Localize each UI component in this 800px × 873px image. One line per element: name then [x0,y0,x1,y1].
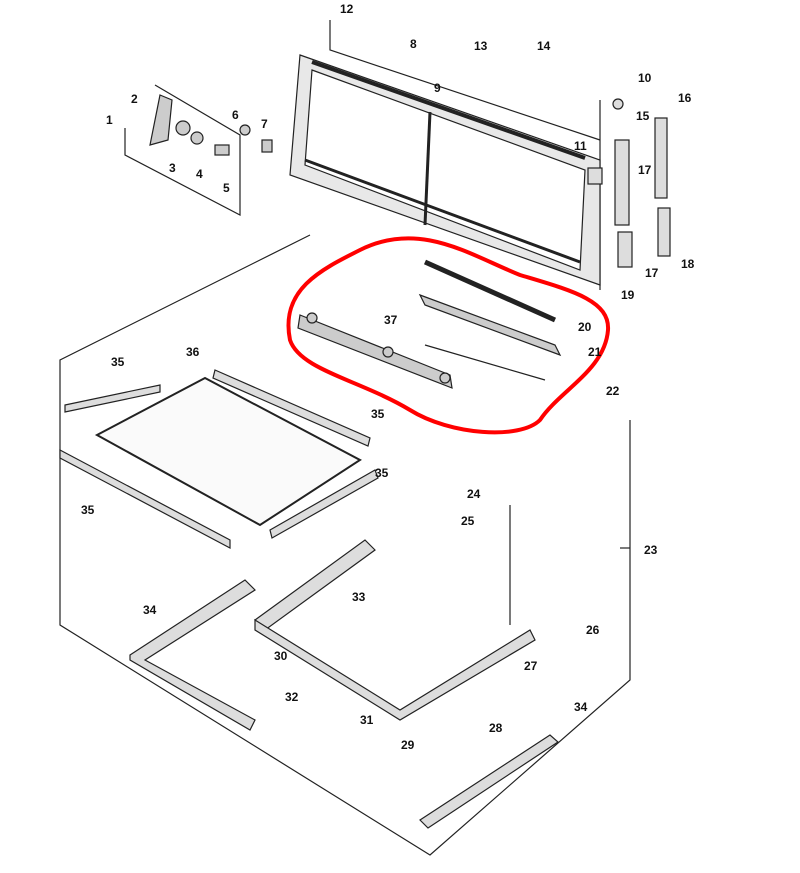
callout-28: 28 [489,721,503,735]
callout-33: 33 [352,590,366,604]
callout-4: 4 [196,167,203,181]
callout-17b: 17 [645,266,659,280]
callout-18: 18 [681,257,695,271]
callout-36: 36 [186,345,200,359]
callout-2: 2 [131,92,138,106]
callout-25: 25 [461,514,475,528]
callout-35a: 35 [111,355,125,369]
callout-35d: 35 [81,503,95,517]
callout-13: 13 [474,39,488,53]
callout-34b: 34 [574,700,588,714]
callout-1: 1 [106,113,113,127]
callout-15: 15 [636,109,650,123]
callout-22: 22 [606,384,620,398]
side-parts [587,98,671,268]
sash-track [297,312,453,389]
callout-23: 23 [644,543,658,557]
callout-5: 5 [223,181,230,195]
hinge-parts [149,94,273,156]
callout-3: 3 [169,161,176,175]
callout-21: 21 [588,345,602,359]
callout-11: 11 [574,139,587,153]
glass-assembly [59,369,379,549]
window-frame [289,54,601,286]
callout-9: 9 [434,81,441,95]
callout-14: 14 [537,39,551,53]
callout-8: 8 [410,37,417,51]
callout-24: 24 [467,487,481,501]
callout-17a: 17 [638,163,652,177]
highlight-outline [286,236,611,435]
callout-31: 31 [360,713,374,727]
callout-30: 30 [274,649,288,663]
callout-35c: 35 [375,466,389,480]
callout-12: 12 [340,2,354,16]
lower-frame [129,505,559,829]
callout-27: 27 [524,659,538,673]
callout-37: 37 [384,313,398,327]
callout-35b: 35 [371,407,385,421]
callout-26: 26 [586,623,600,637]
callout-32: 32 [285,690,299,704]
callout-34a: 34 [143,603,157,617]
callout-6: 6 [232,108,239,122]
callout-16: 16 [678,91,692,105]
callout-7: 7 [261,117,268,131]
channels [418,259,562,381]
callout-20: 20 [578,320,592,334]
callout-19: 19 [621,288,635,302]
callout-10: 10 [638,71,652,85]
callout-29: 29 [401,738,415,752]
